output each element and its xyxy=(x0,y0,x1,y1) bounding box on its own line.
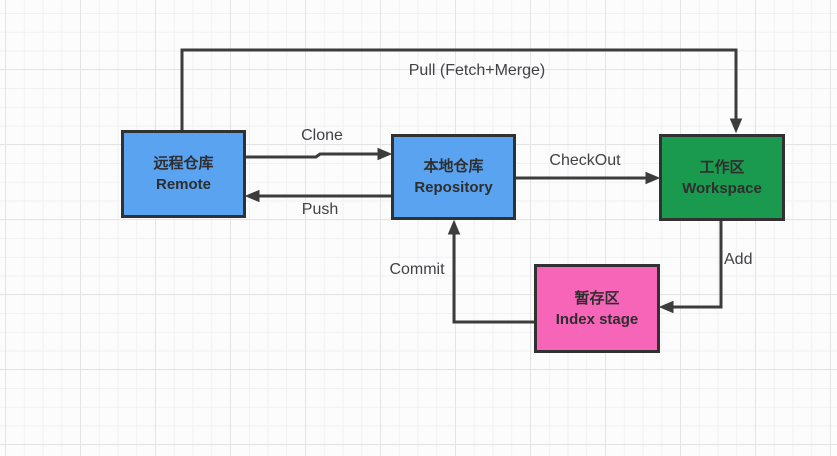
node-workspace-label-zh: 工作区 xyxy=(699,158,745,176)
node-workspace-label-en: Workspace xyxy=(682,179,762,197)
node-workspace: 工作区 Workspace xyxy=(659,134,785,221)
node-repository: 本地仓库 Repository xyxy=(391,134,516,220)
arrowhead-right xyxy=(645,171,661,185)
arrowhead-down xyxy=(729,118,743,134)
arrowhead-left xyxy=(244,189,260,203)
node-index-stage-label-zh: 暂存区 xyxy=(574,289,620,307)
arrowhead-left xyxy=(658,300,674,314)
edge-checkout xyxy=(516,171,661,185)
node-index-stage-label-en: Index stage xyxy=(555,310,639,328)
edge-label-checkout: CheckOut xyxy=(549,152,621,169)
edge-label-push: Push xyxy=(301,201,339,218)
edge-push xyxy=(244,189,391,203)
edge-label-pull: Pull (Fetch+Merge) xyxy=(408,62,546,79)
edge-label-clone: Clone xyxy=(301,127,343,144)
edge-pull xyxy=(180,48,743,134)
node-remote-label-zh: 远程仓库 xyxy=(153,155,214,172)
arrowhead-up xyxy=(447,219,461,235)
node-remote: 远程仓库 Remote xyxy=(121,130,246,218)
arrowhead-right xyxy=(377,147,393,161)
edge-clone xyxy=(246,147,393,161)
node-repository-label-zh: 本地仓库 xyxy=(423,158,484,175)
node-index-stage: 暂存区 Index stage xyxy=(534,264,660,353)
edge-add xyxy=(658,221,723,314)
node-remote-label-en: Remote xyxy=(155,176,211,193)
edge-label-commit: Commit xyxy=(389,261,445,278)
node-repository-label-en: Repository xyxy=(414,179,493,196)
edge-commit xyxy=(447,219,534,324)
edge-label-add: Add xyxy=(724,251,753,268)
